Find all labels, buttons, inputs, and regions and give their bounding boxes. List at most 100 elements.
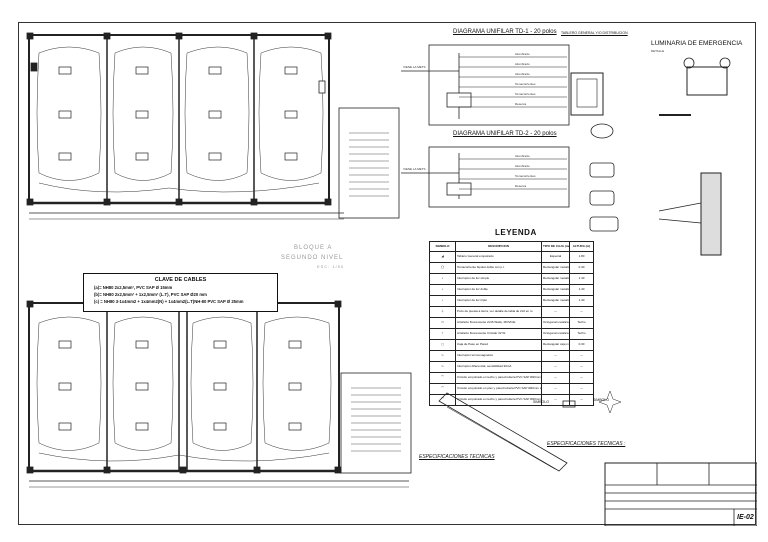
legend-height: 1.40 [569, 284, 594, 296]
legend-height: 1.80 [569, 251, 594, 263]
legend-height: --- [569, 394, 594, 406]
legend-height: 0.30 [569, 339, 594, 351]
simbolo-right: SIMBOLO [593, 398, 609, 402]
legend-desc: Interruptor de luz triple [455, 295, 542, 307]
td2-circuit: Tomacorrientes [515, 174, 536, 178]
cable-key: CLAVE DE CABLES (a)= NH80 2x2,5mm², PVC … [83, 273, 278, 312]
td1-feeder: VIENE LA METS [403, 65, 426, 69]
legend-box: --- [541, 361, 570, 373]
legend-desc: Interruptor de luz doble [455, 284, 542, 296]
td1-circuit: Alumbrado [515, 52, 530, 56]
legend-box: --- [541, 383, 570, 395]
legend-title: LEYENDA [495, 228, 537, 237]
legend-height: 1.40 [569, 295, 594, 307]
legend-desc: Interruptor de luz simple [455, 273, 542, 285]
legend-symbol: ◢ [429, 251, 456, 263]
emergency-subtitle: DETALLE [651, 49, 665, 53]
legend-desc: Artefacto fluorescente 2x36 Watts, MOVIC… [455, 317, 542, 329]
legend-symbol: • [429, 273, 456, 285]
legend-row: ⌒Circuito empotrado en techo y pared tub… [429, 372, 594, 384]
td1-circuit: Tomacorrientes [515, 92, 536, 96]
legend-header-row: SIMBOLO DESCRIPCION TIPO DE CAJA (mm) AL… [429, 241, 594, 252]
legend-symbol: • [429, 284, 456, 296]
legend-symbol: ∿ [429, 361, 456, 373]
simbolo-left: SIMBOLO [533, 400, 549, 404]
td2-circuit: Reserva [515, 184, 527, 188]
plans-drawing [26, 32, 757, 526]
legend-header: TIPO DE CAJA (mm) [541, 241, 570, 252]
legend-desc: Caja de Paso en Pared [455, 339, 542, 351]
legend-box: Rectangular metalica [541, 284, 570, 296]
td2-title: DIAGRAMA UNIFILAR TD-2 - 20 polos [453, 131, 557, 137]
legend-symbol: ⌒ [429, 372, 456, 384]
block-scale: ESC: 1/50 [317, 264, 345, 269]
cable-key-line: (b)= NH80 2x2,5mm² + 1x2,5mm² (L.T), PVC… [94, 292, 207, 297]
legend-symbol: ✧ [429, 328, 456, 340]
legend-symbol: ⌒ [429, 383, 456, 395]
legend-box: --- [541, 306, 570, 318]
legend-desc: Circuito empotrado en piso y pared tuber… [455, 383, 542, 395]
legend-box: Rectangular metalica [541, 295, 570, 307]
legend-height: Techo [569, 328, 594, 340]
legend-row: ⌒Circuito empotrado en techo y pared tub… [429, 394, 594, 406]
legend-symbol: ∿ [429, 350, 456, 362]
legend-row: ▭Artefacto fluorescente 2x36 Watts, MOVI… [429, 317, 594, 329]
legend-header: ALTURA (m) [569, 241, 594, 252]
cable-key-title: CLAVE DE CABLES [154, 277, 207, 283]
legend-desc: Tomacorriente bipolar doble con p.t. [455, 262, 542, 274]
spec-left-title: ESPECIFICACIONES TECNICAS [419, 454, 495, 460]
legend-height: 1.40 [569, 273, 594, 285]
legend-row: ✧Artefacto fluorescente Circular 32 W.Oc… [429, 328, 594, 340]
legend-symbol: ▭ [429, 317, 456, 329]
legend-height: Techo [569, 317, 594, 329]
block-title-1: BLOQUE A [294, 245, 333, 251]
legend-table: SIMBOLO DESCRIPCION TIPO DE CAJA (mm) AL… [429, 241, 594, 406]
legend-desc: Artefacto fluorescente Circular 32 W. [455, 328, 542, 340]
legend-desc: Circuito empotrado en techo y pared tube… [455, 372, 542, 384]
td2-feeder: VIENE LA METS [403, 167, 426, 171]
td1-circuit: Alumbrado [515, 62, 530, 66]
legend-header: SIMBOLO [429, 241, 456, 252]
td1-circuit: Reserva [515, 102, 527, 106]
legend-desc: Tablero General empotrado [455, 251, 542, 263]
legend-box: Rectangular caja metalica [541, 339, 570, 351]
td1-circuit: Alumbrado [515, 72, 530, 76]
cable-key-line: (a)= NH80 2x2,5mm², PVC SAP Ø 15mm [94, 285, 173, 290]
block-title-2: SEGUNDO NIVEL [281, 255, 344, 261]
legend-desc: Interruptor termomagnetico [455, 350, 542, 362]
sheet-code: IE-02 [737, 514, 754, 521]
legend-symbol: ⌒ [429, 394, 456, 406]
legend-box: Rectangular metalica [541, 273, 570, 285]
legend-box: Octogonal metalica [541, 328, 570, 340]
td2-circuit: Alumbrado [515, 164, 530, 168]
legend-symbol: ▢ [429, 339, 456, 351]
legend-desc: Circuito empotrado en techo y pared tube… [455, 394, 542, 406]
legend-height: 0.40 [569, 262, 594, 274]
legend-box: Octogonal metalica [541, 317, 570, 329]
legend-height: --- [569, 372, 594, 384]
legend-height: --- [569, 306, 594, 318]
legend-box: --- [541, 350, 570, 362]
legend-box: Especial [541, 251, 570, 263]
td1-circuit: Tomacorrientes [515, 82, 536, 86]
legend-row: ∿Interruptor diferencial, sensibilidad 3… [429, 361, 594, 373]
legend-box: --- [541, 372, 570, 384]
td1-title: DIAGRAMA UNIFILAR TD-1 - 20 polos [453, 29, 557, 35]
td2-circuit: Alumbrado [515, 154, 530, 158]
legend-desc: Pozo de puesta a tierra, ver detalle de … [455, 306, 542, 318]
tablero-title: TABLERO GENERAL Y/O DISTRIBUCION [561, 31, 628, 35]
cable-key-line: (c) = NH80 3-1x4mm2 + 1x4mm2(N) + 1x4mm2… [94, 299, 244, 304]
legend-row: ◯Tomacorriente bipolar doble con p.t.Rec… [429, 262, 594, 274]
legend-row: ∿Interruptor termomagnetico------ [429, 350, 594, 362]
legend-box: Rectangular metalica [541, 262, 570, 274]
legend-symbol: ⏚ [429, 306, 456, 318]
legend-desc: Interruptor diferencial, sensibilidad 30… [455, 361, 542, 373]
legend-symbol: ◯ [429, 262, 456, 274]
legend-symbol: • [429, 295, 456, 307]
legend-row: ⏚Pozo de puesta a tierra, ver detalle de… [429, 306, 594, 318]
